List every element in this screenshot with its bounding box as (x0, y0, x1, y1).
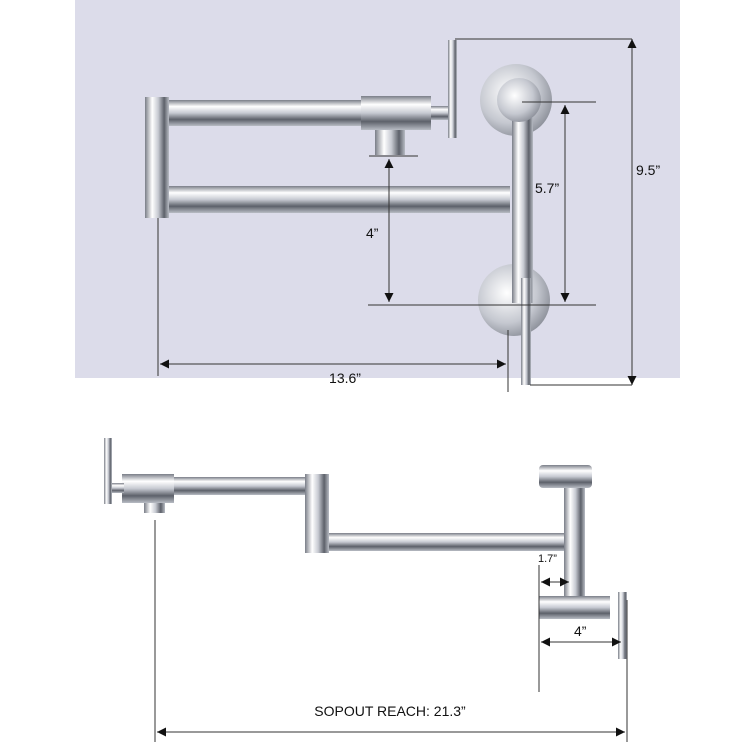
handle-stem (431, 106, 451, 120)
faucet-folded (145, 40, 552, 385)
second-arm (323, 533, 567, 551)
extended-view-panel: 1.7” 4” SOPOUT REACH: 21.3” (104, 438, 628, 742)
middle-swivel (305, 474, 329, 553)
upper-cap (497, 78, 541, 122)
label-5-7: 5.7” (535, 180, 559, 196)
label-1-7: 1.7” (538, 553, 557, 565)
swivel-joint (145, 97, 169, 218)
vertical-body (512, 118, 533, 303)
spout-cartridge (122, 474, 174, 503)
valve-body (539, 596, 610, 619)
cartridge-body (361, 96, 431, 130)
label-4: 4” (366, 225, 379, 241)
dimension-lines-top (157, 38, 637, 392)
lower-handle (521, 278, 531, 385)
dimension-lines-bottom (154, 520, 628, 742)
upper-handle (448, 40, 457, 138)
label-13-6: 13.6” (329, 370, 361, 386)
lower-arm (168, 186, 510, 213)
label-reach: SOPOUT REACH: 21.3” (314, 703, 466, 719)
spout-nozzle-ext (144, 503, 165, 513)
folded-view-panel: 9.5” 5.7” 4” 13.6” (75, 0, 680, 392)
label-9-5: 9.5” (636, 162, 660, 178)
top-mount (539, 465, 592, 488)
spout-handle (104, 438, 112, 504)
riser (564, 481, 585, 605)
label-4-ext: 4” (574, 623, 587, 639)
valve-handle (618, 592, 627, 659)
first-arm (174, 477, 309, 495)
spout-nozzle (375, 130, 405, 155)
faucet-extended (104, 438, 627, 659)
upper-arm (168, 100, 363, 126)
